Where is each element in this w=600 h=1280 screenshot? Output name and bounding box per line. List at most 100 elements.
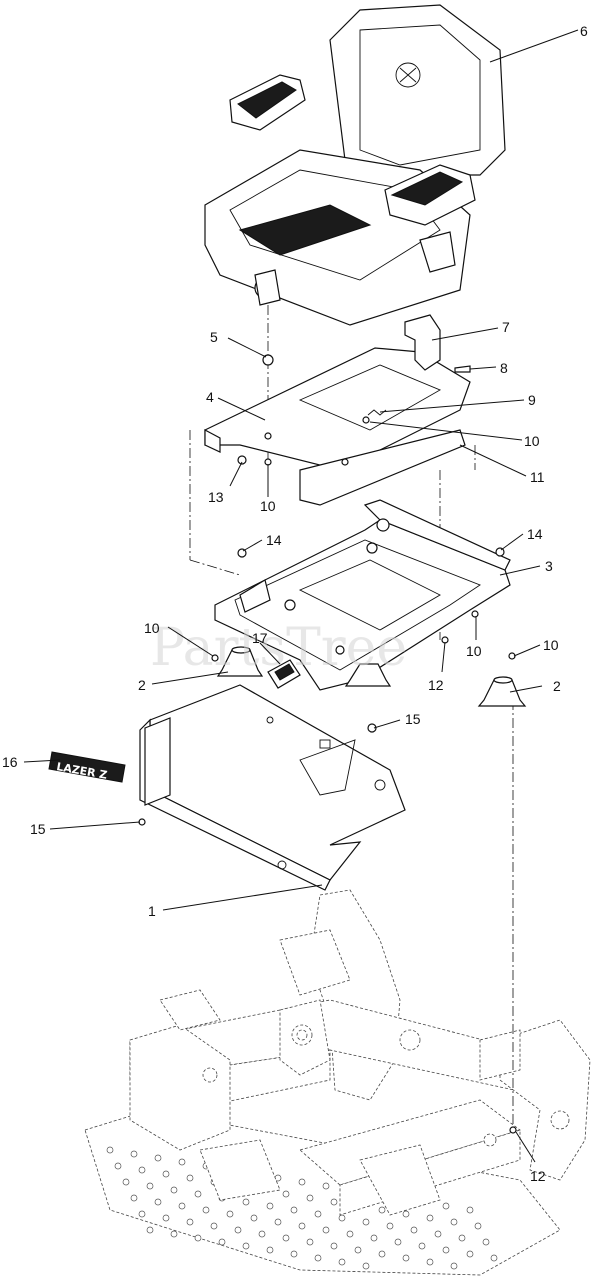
deck-perforation — [386, 1222, 394, 1230]
deck-perforation — [306, 1194, 314, 1202]
deck-perforation — [106, 1146, 114, 1154]
deck-perforation — [242, 1198, 250, 1206]
deck-perforation — [442, 1246, 450, 1254]
deck-perforation — [450, 1218, 458, 1226]
deck-perforation — [458, 1234, 466, 1242]
decal-plate — [267, 659, 301, 689]
callout-7: 7 — [502, 319, 510, 335]
deck-perforation — [338, 1214, 346, 1222]
deck-perforation — [306, 1238, 314, 1246]
deck-perforation — [338, 1258, 346, 1266]
callout-10-e: 10 — [543, 637, 559, 653]
deck-perforation — [178, 1158, 186, 1166]
deck-perforation — [402, 1254, 410, 1262]
deck-perforation — [298, 1178, 306, 1186]
callout-13: 13 — [208, 489, 224, 505]
deck-perforation — [130, 1194, 138, 1202]
deck-perforation — [362, 1218, 370, 1226]
deck-perforation — [354, 1246, 362, 1254]
callout-15-b: 15 — [30, 821, 46, 837]
callout-17: 17 — [252, 630, 268, 646]
watermark: PartsTree — [150, 618, 407, 678]
callout-15-a: 15 — [405, 711, 421, 727]
callout-5: 5 — [210, 329, 218, 345]
deck-perforation — [330, 1198, 338, 1206]
leader-lines — [23, 29, 579, 1163]
deck-perforation — [258, 1230, 266, 1238]
callout-10-d: 10 — [466, 643, 482, 659]
deck-perforation — [394, 1238, 402, 1246]
callout-12-b: 12 — [530, 1168, 546, 1184]
lazer-z-emblem: LAZER Z — [48, 751, 126, 783]
deck-perforation — [154, 1154, 162, 1162]
deck-perforation — [298, 1222, 306, 1230]
deck-perforation — [170, 1186, 178, 1194]
deck-perforation — [234, 1226, 242, 1234]
deck-perforation — [162, 1214, 170, 1222]
callout-11: 11 — [530, 469, 545, 485]
deck-perforation — [346, 1230, 354, 1238]
deck-perforation — [290, 1250, 298, 1258]
deck-perforation — [314, 1210, 322, 1218]
deck-perforation — [266, 1202, 274, 1210]
deck-perforation — [426, 1258, 434, 1266]
callout-3: 3 — [545, 558, 553, 574]
deck-perforation — [170, 1230, 178, 1238]
deck-perforation — [226, 1210, 234, 1218]
deck-perforation — [194, 1234, 202, 1242]
callout-14-b: 14 — [527, 526, 543, 542]
deck-perforation — [138, 1166, 146, 1174]
callout-4: 4 — [206, 389, 214, 405]
deck-perforation — [490, 1254, 498, 1262]
deck-perforation — [330, 1242, 338, 1250]
deck-perforation — [402, 1210, 410, 1218]
deck-perforation — [290, 1206, 298, 1214]
deck-perforation — [322, 1226, 330, 1234]
callout-10-c: 10 — [144, 620, 160, 636]
deck-perforation — [266, 1246, 274, 1254]
deck-perforation — [442, 1202, 450, 1210]
operator-seat — [204, 4, 506, 326]
deck-perforation — [146, 1226, 154, 1234]
deck-perforation — [130, 1150, 138, 1158]
callout-labels: 6 7 8 5 4 9 10 11 13 10 14 14 3 10 17 10… — [2, 23, 588, 1184]
deck-perforation — [482, 1238, 490, 1246]
callout-6: 6 — [580, 23, 588, 39]
deck-perforation — [202, 1206, 210, 1214]
callout-10-a: 10 — [524, 433, 540, 449]
deck-perforation — [218, 1238, 226, 1246]
callout-12-a: 12 — [428, 677, 444, 693]
deck-perforation — [154, 1198, 162, 1206]
deck-perforation — [138, 1210, 146, 1218]
deck-perforation — [322, 1182, 330, 1190]
deck-perforation — [146, 1182, 154, 1190]
callout-8: 8 — [500, 360, 508, 376]
deck-perforation — [474, 1222, 482, 1230]
deck-perforation — [282, 1190, 290, 1198]
callout-14-a: 14 — [266, 532, 282, 548]
deck-perforation — [378, 1206, 386, 1214]
mower-frame — [84, 889, 591, 1276]
isolator-mounts — [216, 646, 527, 707]
deck-perforation — [450, 1262, 458, 1270]
deck-perforation — [466, 1206, 474, 1214]
deck-perforation — [418, 1242, 426, 1250]
seat-pan-plate — [139, 684, 406, 891]
deck-perforation — [434, 1230, 442, 1238]
callout-2-a: 2 — [138, 677, 146, 693]
seat-adjuster-plate — [204, 314, 471, 506]
deck-perforation — [194, 1190, 202, 1198]
callout-9: 9 — [528, 392, 536, 408]
deck-perforation — [274, 1218, 282, 1226]
callout-10-b: 10 — [260, 498, 276, 514]
deck-perforation — [378, 1250, 386, 1258]
deck-perforation — [122, 1178, 130, 1186]
deck-perforation — [426, 1214, 434, 1222]
callout-1: 1 — [148, 903, 156, 919]
deck-perforation — [210, 1222, 218, 1230]
deck-perforation — [282, 1234, 290, 1242]
lower-seat-frame — [214, 499, 511, 691]
deck-perforation — [186, 1174, 194, 1182]
deck-perforation — [114, 1162, 122, 1170]
